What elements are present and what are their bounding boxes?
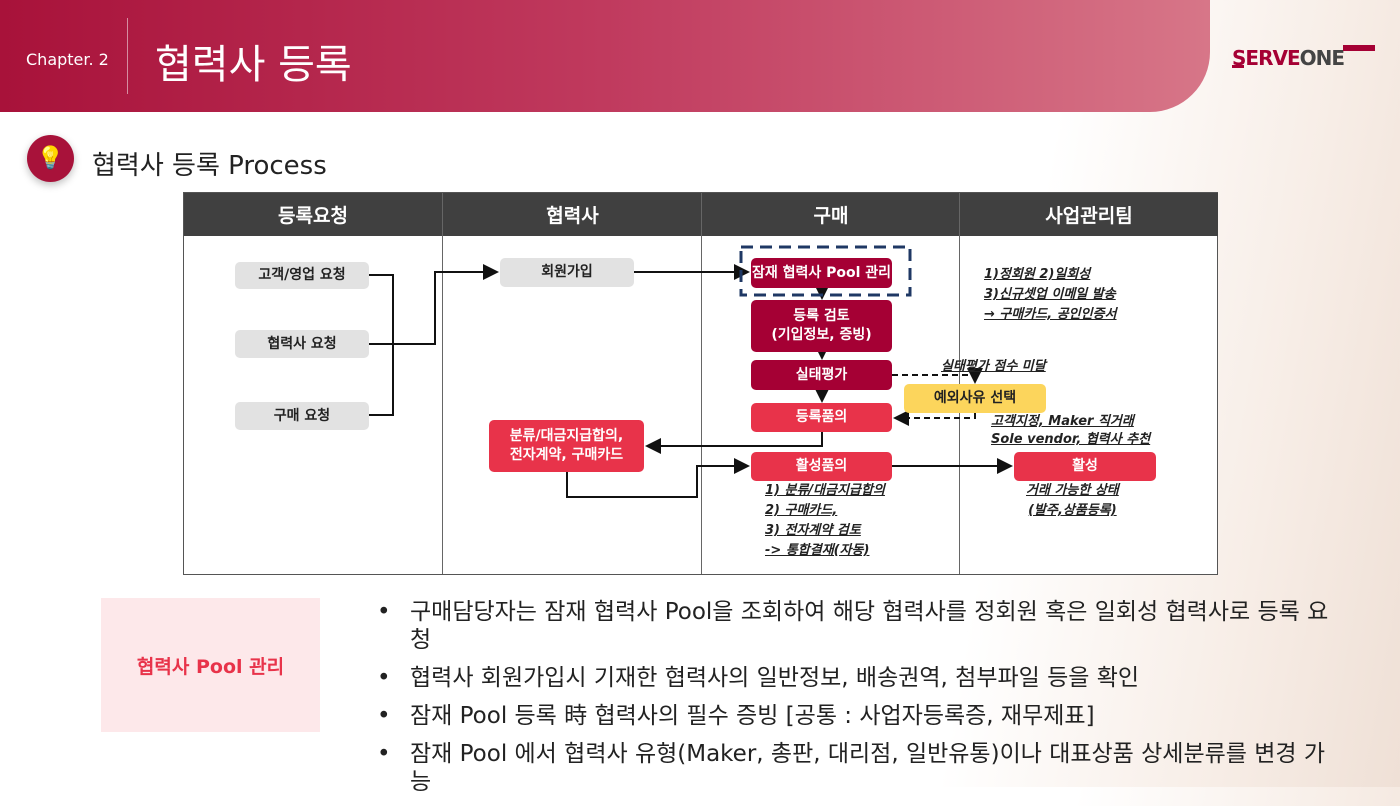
evaluation-box: 실태평가 [751, 360, 892, 390]
note-line: (발주,상품등록) [1028, 503, 1117, 518]
page-title: 협력사 등록 [155, 42, 352, 88]
logo-one: ONE [1299, 46, 1345, 70]
signup-box: 회원가입 [500, 258, 634, 287]
review-box: 등록 검토 (기입정보, 증빙) [751, 300, 892, 352]
contract-line-2: 전자계약, 구매카드 [509, 447, 624, 463]
customer-request-box: 고객/영업 요청 [235, 262, 369, 289]
note-line: 3) 전자계약 검토 [765, 523, 861, 538]
note-line: 3)신규셋업 이메일 발송 [984, 287, 1116, 302]
description-list: 구매담당자는 잠재 협력사 Pool을 조회하여 해당 협력사를 정회원 혹은 … [375, 598, 1335, 806]
note-line: -> 통합결재(자동) [765, 543, 870, 558]
active-box: 활성 [1014, 452, 1156, 481]
contract-box: 분류/대금지급합의, 전자계약, 구매카드 [489, 420, 644, 472]
activation-approval-box: 활성품의 [751, 452, 892, 481]
note-line: 2) 구매카드, [765, 503, 838, 518]
note-line: 1) 분류/대금지급합의 [765, 483, 885, 498]
partner-request-box: 협력사 요청 [235, 330, 369, 358]
logo-underscore [1232, 65, 1244, 68]
exception-box: 예외사유 선택 [904, 384, 1046, 413]
review-line-1: 등록 검토 [793, 308, 850, 325]
exception-note: 고객지정, Maker 직거래 Sole vendor, 협력사 추천 [991, 413, 1150, 449]
section-title: 협력사 등록 Process [92, 151, 327, 181]
column-header-purchase: 구매 [701, 193, 960, 236]
score-note: 실태평가 점수 미달 [941, 359, 1046, 374]
pool-box: 잠재 협력사 Pool 관리 [751, 258, 892, 288]
flow-connectors [369, 245, 1013, 498]
note-line: → 구매카드, 공인인증서 [984, 307, 1117, 322]
header-divider [127, 18, 128, 94]
activation-note: 1) 분류/대금지급합의 2) 구매카드, 3) 전자계약 검토 -> 통합결재… [765, 481, 885, 561]
pool-management-label: 협력사 Pool 관리 [101, 598, 320, 732]
bullet-item: 잠재 Pool 등록 時 협력사의 필수 증빙 [공통 : 사업자등록증, 재무… [375, 702, 1335, 730]
bullet-item: 협력사 회원가입시 기재한 협력사의 일반정보, 배송권역, 첨부파일 등을 확… [375, 664, 1335, 692]
process-table: 등록요청 협력사 구매 사업관리팀 [183, 192, 1218, 575]
chapter-label: Chapter. 2 [26, 50, 109, 69]
header-banner [0, 0, 1210, 112]
active-note: 거래 가능한 상태 (발주,상품등록) [1026, 481, 1119, 521]
serveone-logo: SERVEONE [1232, 46, 1345, 70]
column-divider [442, 236, 443, 574]
logo-bar [1343, 45, 1375, 51]
member-note: 1)정회원 2)일회성 3)신규셋업 이메일 발송 → 구매카드, 공인인증서 [984, 265, 1117, 325]
note-line: 고객지정, Maker 직거래 [991, 414, 1134, 429]
note-line: Sole vendor, 협력사 추천 [991, 432, 1151, 447]
bullet-item: 잠재 Pool 에서 협력사 유형(Maker, 총판, 대리점, 일반유통)이… [375, 740, 1335, 796]
column-header-request: 등록요청 [184, 193, 442, 236]
note-line: 거래 가능한 상태 [1026, 483, 1119, 498]
approval-box: 등록품의 [751, 403, 892, 432]
contract-line-1: 분류/대금지급합의, [509, 428, 624, 445]
column-divider [701, 236, 702, 574]
lightbulb-icon: 💡 [27, 135, 74, 182]
purchase-request-box: 구매 요청 [235, 402, 369, 430]
column-header-business: 사업관리팀 [959, 193, 1218, 236]
note-line: 1)정회원 2)일회성 [984, 267, 1091, 282]
column-header-partner: 협력사 [442, 193, 702, 236]
bullet-item: 구매담당자는 잠재 협력사 Pool을 조회하여 해당 협력사를 정회원 혹은 … [375, 598, 1335, 654]
review-line-2: (기입정보, 증빙) [771, 327, 872, 343]
